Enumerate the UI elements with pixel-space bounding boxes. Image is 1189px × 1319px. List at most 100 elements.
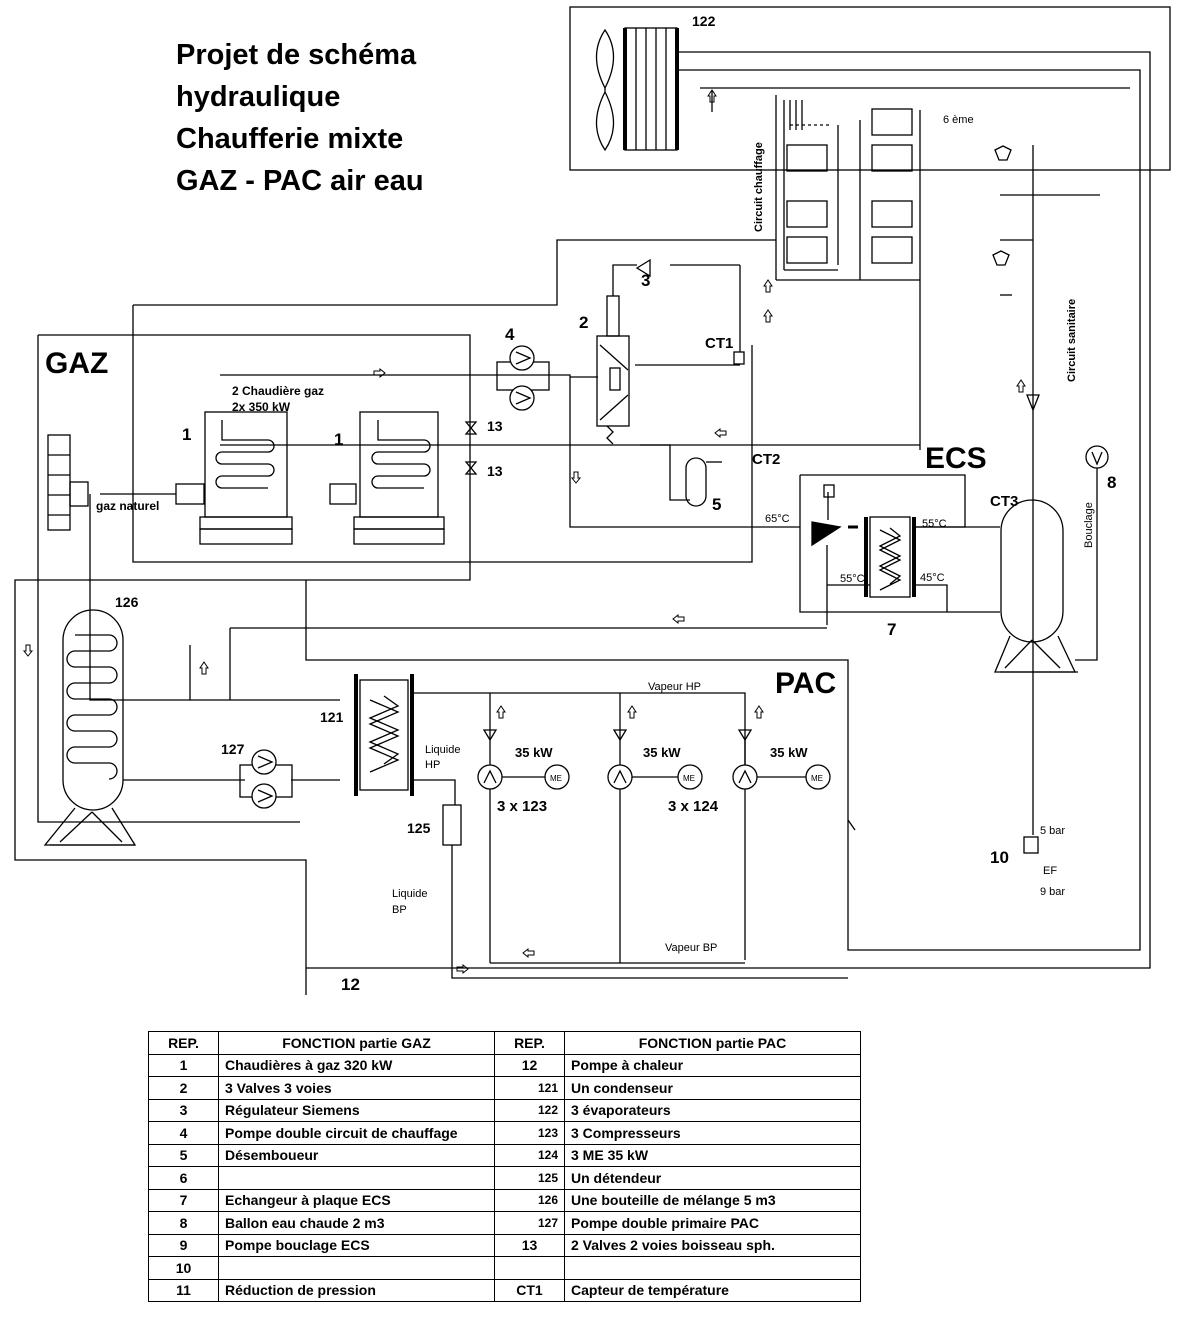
rep-pac: 121	[494, 1076, 565, 1100]
rep-pac: 123	[494, 1121, 565, 1145]
label-ct1: CT1	[705, 335, 733, 352]
header-fonction-pac: FONCTION partie PAC	[564, 1031, 861, 1055]
fonction-gaz	[218, 1256, 495, 1280]
legend-table: REP. FONCTION partie GAZ REP. FONCTION p…	[148, 1031, 861, 1302]
double-pump-4	[496, 345, 550, 411]
fonction-gaz: Désemboueur	[218, 1143, 495, 1167]
rep-pac: 13	[494, 1233, 565, 1257]
fonction-pac: 3 Compresseurs	[564, 1121, 861, 1145]
label-chaudiere-1: 2 Chaudière gaz	[232, 384, 324, 398]
ref-126: 126	[115, 594, 139, 610]
label-ef: EF	[1043, 865, 1057, 877]
fonction-pac: Un détendeur	[564, 1166, 861, 1190]
fonction-gaz: Echangeur à plaque ECS	[218, 1188, 495, 1212]
ref-8: 8	[1107, 473, 1116, 492]
label-circuit-chauffage: Circuit chauffage	[753, 142, 765, 232]
ref-122: 122	[692, 13, 716, 29]
rep-pac: 124	[494, 1143, 565, 1167]
title-line: Projet de schéma	[176, 39, 417, 71]
compressor-group-3	[732, 729, 831, 790]
label-bouclage: Bouclage	[1083, 502, 1095, 548]
fonction-gaz: Chaudières à gaz 320 kW	[218, 1053, 495, 1077]
rep-gaz: 11	[148, 1278, 219, 1302]
title-line: hydraulique	[176, 81, 341, 113]
compressor-group-124	[607, 693, 703, 963]
rep-gaz: 10	[148, 1256, 219, 1280]
section-label-pac: PAC	[775, 667, 836, 700]
label-5bar: 5 bar	[1040, 825, 1065, 837]
boiler-1b	[353, 411, 445, 545]
fonction-gaz: Ballon eau chaude 2 m3	[218, 1211, 495, 1235]
label-vapeur-bp: Vapeur BP	[665, 942, 717, 954]
label-temp-45: 45°C	[920, 572, 945, 584]
label-sixieme: 6 ème	[943, 114, 974, 126]
evaporator-122	[569, 6, 1171, 171]
flow-arrows	[22, 89, 1026, 975]
label-motor-2: ME	[683, 774, 695, 783]
legend-header: REP. FONCTION partie GAZ REP. FONCTION p…	[148, 1031, 861, 1055]
label-motor-3: ME	[811, 774, 823, 783]
label-gaz-naturel: gaz naturel	[96, 499, 159, 513]
fonction-pac	[564, 1256, 861, 1280]
rep-pac: CT1	[494, 1278, 565, 1302]
fonction-gaz: Réduction de pression	[218, 1278, 495, 1302]
fonction-gaz	[218, 1166, 495, 1190]
hot-water-tank-ct3	[994, 499, 1078, 673]
mixing-bottle-126	[43, 609, 137, 846]
rep-gaz: 8	[148, 1211, 219, 1235]
section-label-ecs: ECS	[925, 442, 987, 475]
ref-121: 121	[320, 709, 344, 725]
label-vapeur-hp: Vapeur HP	[648, 681, 701, 693]
rep-pac	[494, 1256, 565, 1280]
diagram-title: Projet de schéma hydraulique Chaufferie …	[176, 34, 424, 202]
rep-gaz: 7	[148, 1188, 219, 1212]
label-circuit-sanitaire: Circuit sanitaire	[1066, 299, 1078, 382]
rep-pac: 127	[494, 1211, 565, 1235]
ref-127: 127	[221, 741, 245, 757]
ref-13b: 13	[487, 463, 503, 479]
rep-gaz: 1	[148, 1053, 219, 1077]
title-line: Chaufferie mixte	[176, 123, 404, 155]
section-label-gaz: GAZ	[45, 347, 108, 380]
label-temp-55-in: 55°C	[840, 573, 865, 585]
label-liquide-bp-1: Liquide	[392, 888, 427, 900]
rep-gaz: 3	[148, 1098, 219, 1122]
double-pump-127	[239, 749, 293, 809]
radiators	[775, 95, 921, 450]
rep-pac: 122	[494, 1098, 565, 1122]
fonction-pac: Un condenseur	[564, 1076, 861, 1100]
fonction-gaz: 3 Valves 3 voies	[218, 1076, 495, 1100]
ref-1b: 1	[334, 430, 343, 449]
label-ct2: CT2	[752, 451, 780, 468]
compressor-group-123	[477, 693, 570, 963]
label-temp-65: 65°C	[765, 513, 790, 525]
ref-7: 7	[887, 620, 896, 639]
fonction-pac: Pompe double primaire PAC	[564, 1211, 861, 1235]
label-liquide-hp-2: HP	[425, 759, 440, 771]
fonction-gaz: Régulateur Siemens	[218, 1098, 495, 1122]
hydraulic-schematic: GAZ ECS PAC 2 Chaudière gaz 2x 350 kW ga…	[14, 6, 1171, 995]
ref-3: 3	[641, 271, 650, 290]
label-power-1: 35 kW	[515, 745, 553, 760]
ref-12: 12	[341, 975, 360, 994]
label-power-3: 35 kW	[770, 745, 808, 760]
label-ct3: CT3	[990, 493, 1018, 510]
label-9bar: 9 bar	[1040, 886, 1065, 898]
fonction-pac: 3 évaporateurs	[564, 1098, 861, 1122]
label-temp-55-out: 55°C	[922, 518, 947, 530]
table-row: 10	[148, 1256, 861, 1280]
ref-125: 125	[407, 820, 431, 836]
label-liquide-hp-1: Liquide	[425, 744, 460, 756]
ref-10: 10	[990, 848, 1009, 867]
title-line: GAZ - PAC air eau	[176, 165, 424, 197]
fonction-pac: Une bouteille de mélange 5 m3	[564, 1188, 861, 1212]
label-liquide-bp-2: BP	[392, 904, 407, 916]
label-chaudiere-2: 2x 350 kW	[232, 400, 291, 414]
